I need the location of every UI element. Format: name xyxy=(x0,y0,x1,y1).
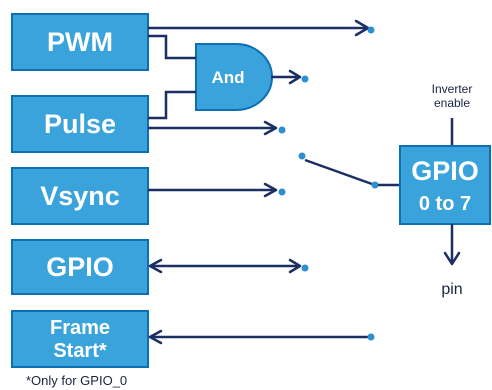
vsync-switch-contact xyxy=(278,188,286,196)
pin-arrowhead xyxy=(443,251,461,266)
pulse-switch-contact xyxy=(278,126,286,134)
frame-start-arrowhead xyxy=(148,329,163,345)
frame-start-label-line2: Start* xyxy=(53,340,107,362)
inverter-label-line2: enable xyxy=(434,96,470,110)
vsync-block: Vsync xyxy=(11,167,149,225)
switch-pivot-dot xyxy=(298,152,306,160)
frame-start-label-line1: Frame xyxy=(50,317,110,339)
gpio-source-label: GPIO xyxy=(46,252,114,282)
and-arrowhead xyxy=(288,69,302,85)
gpio-0-7-label-line2: 0 to 7 xyxy=(419,193,471,215)
gpio-right-arrowhead xyxy=(288,258,302,274)
pwm-to-and-wire xyxy=(148,34,196,60)
pwm-block: PWM xyxy=(11,13,149,71)
pulse-arrowhead xyxy=(263,120,278,136)
inverter-label-line1: Inverter xyxy=(432,82,473,96)
gpio-source-block: GPIO xyxy=(11,239,149,295)
frame-start-block: Frame Start* xyxy=(11,310,149,368)
switch-arm xyxy=(304,158,373,186)
switch-contact-dot xyxy=(371,181,379,189)
pulse-block: Pulse xyxy=(11,95,149,153)
pin-label: pin xyxy=(441,281,462,298)
vsync-arrowhead xyxy=(263,182,278,198)
and-switch-contact xyxy=(301,75,309,83)
footnote: *Only for GPIO_0 xyxy=(26,373,127,388)
pulse-label: Pulse xyxy=(44,109,116,139)
pwm-label: PWM xyxy=(47,27,113,57)
gpio-switch-contact xyxy=(301,264,309,272)
pulse-to-and-wire xyxy=(148,90,196,120)
pwm-switch-contact xyxy=(367,26,375,34)
gpio-0-7-block: GPIO 0 to 7 xyxy=(399,145,491,225)
gpio-left-arrowhead xyxy=(148,258,163,274)
frame-start-contact xyxy=(367,333,375,341)
and-gate-label: And xyxy=(211,68,244,87)
and-gate: And xyxy=(195,43,273,111)
gpio-0-7-label-line1: GPIO xyxy=(411,156,479,186)
pwm-arrowhead xyxy=(354,19,370,37)
vsync-label: Vsync xyxy=(40,181,120,211)
